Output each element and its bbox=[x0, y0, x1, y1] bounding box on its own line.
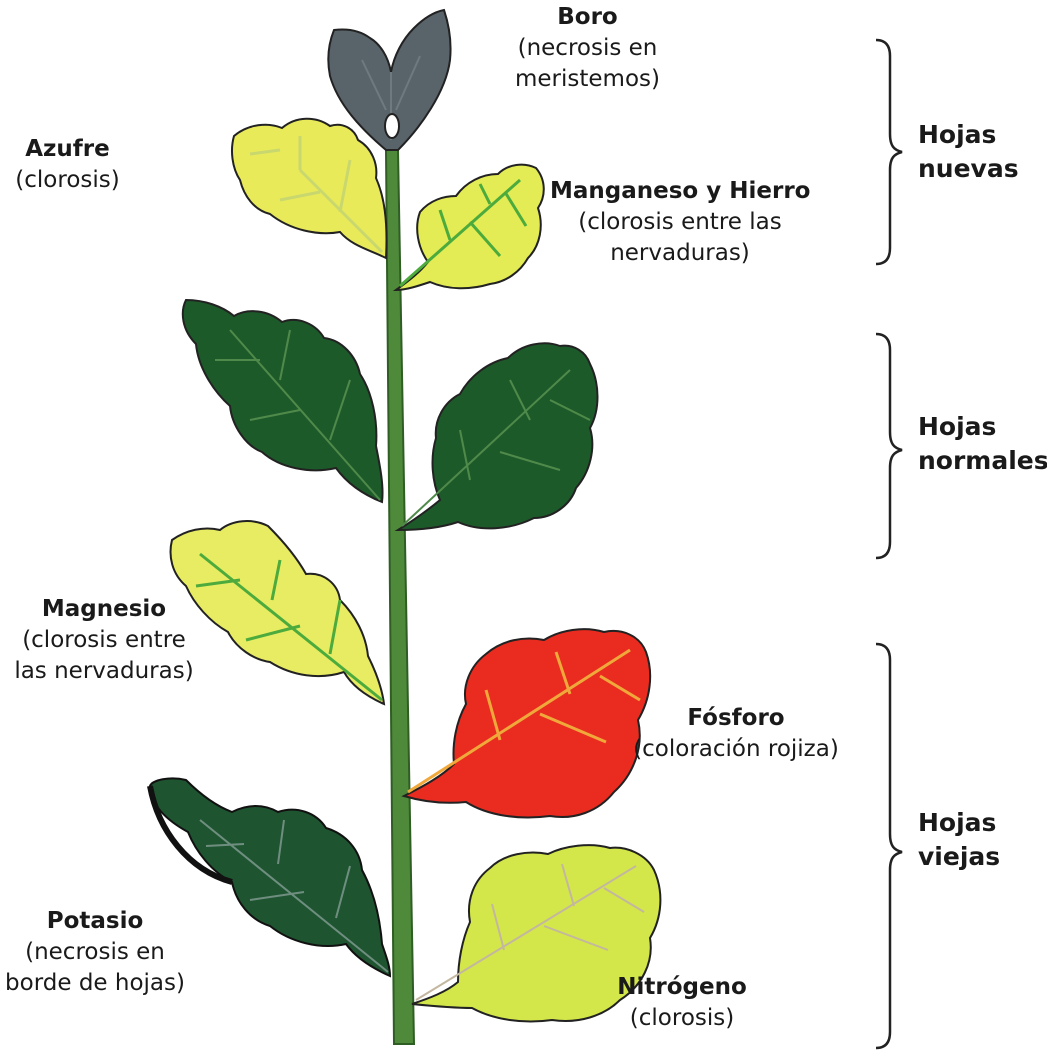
label-potasio-name: Potasio bbox=[0, 906, 190, 937]
label-boro-desc1: (necrosis en bbox=[505, 33, 670, 64]
label-fosforo: Fósforo (coloración rojiza) bbox=[622, 703, 850, 765]
label-potasio-desc1: (necrosis en bbox=[0, 937, 190, 968]
leaf-fosforo bbox=[404, 629, 650, 817]
leaf-normal-left bbox=[183, 300, 383, 502]
label-fosforo-desc1: (coloración rojiza) bbox=[622, 734, 850, 765]
label-manganeso-desc2: nervaduras) bbox=[550, 238, 810, 269]
brace-normales bbox=[876, 334, 902, 558]
group-hojas-nuevas: Hojas nuevas bbox=[918, 118, 1019, 186]
label-boro-desc2: meristemos) bbox=[505, 64, 670, 95]
label-potasio-desc2: borde de hojas) bbox=[0, 968, 190, 999]
group-normales-line1: Hojas bbox=[918, 410, 1047, 444]
group-hojas-normales: Hojas normales bbox=[918, 410, 1047, 478]
group-viejas-line1: Hojas bbox=[918, 806, 1000, 840]
group-normales-line2: normales bbox=[918, 444, 1047, 478]
label-azufre-desc1: (clorosis) bbox=[0, 165, 135, 196]
label-nitrogeno: Nitrógeno (clorosis) bbox=[612, 972, 752, 1034]
label-fosforo-name: Fósforo bbox=[622, 703, 850, 734]
label-magnesio-desc2: las nervaduras) bbox=[4, 656, 204, 687]
label-manganeso-desc1: (clorosis entre las bbox=[550, 207, 810, 238]
label-azufre: Azufre (clorosis) bbox=[0, 134, 135, 196]
label-magnesio-desc1: (clorosis entre bbox=[4, 625, 204, 656]
group-hojas-viejas: Hojas viejas bbox=[918, 806, 1000, 874]
group-viejas-line2: viejas bbox=[918, 840, 1000, 874]
brace-nuevas bbox=[876, 40, 902, 264]
label-azufre-name: Azufre bbox=[0, 134, 135, 165]
label-potasio: Potasio (necrosis en borde de hojas) bbox=[0, 906, 190, 999]
leaf-azufre bbox=[232, 119, 387, 258]
label-manganeso-name: Manganeso y Hierro bbox=[550, 176, 810, 207]
label-boro-name: Boro bbox=[505, 2, 670, 33]
label-nitrogeno-name: Nitrógeno bbox=[612, 972, 752, 1003]
label-magnesio-name: Magnesio bbox=[4, 594, 204, 625]
group-nuevas-line1: Hojas bbox=[918, 118, 1019, 152]
label-nitrogeno-desc1: (clorosis) bbox=[612, 1003, 752, 1034]
leaf-normal-right bbox=[398, 343, 598, 530]
label-magnesio: Magnesio (clorosis entre las nervaduras) bbox=[4, 594, 204, 687]
label-manganeso: Manganeso y Hierro (clorosis entre las n… bbox=[550, 176, 810, 269]
label-boro: Boro (necrosis en meristemos) bbox=[505, 2, 670, 95]
leaf-manganeso bbox=[396, 165, 544, 290]
group-nuevas-line2: nuevas bbox=[918, 152, 1019, 186]
brace-viejas bbox=[876, 644, 902, 1048]
